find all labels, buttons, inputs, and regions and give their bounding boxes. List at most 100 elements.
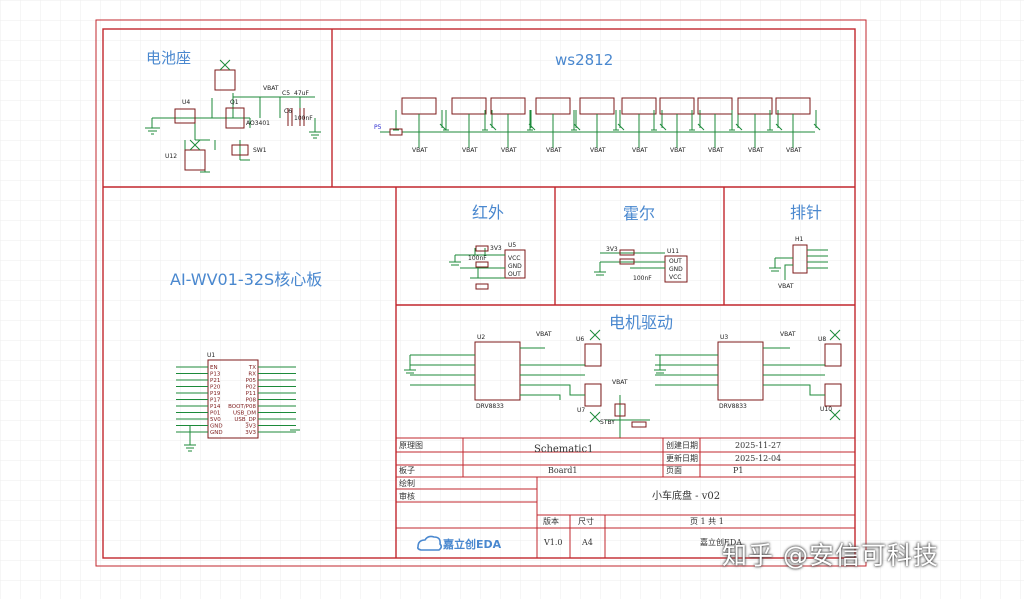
ws2812-led[interactable]: VBAT [613, 97, 667, 154]
label-u6: U6 [576, 336, 584, 343]
vbat-label: VBAT [670, 147, 686, 154]
u1-pin-name: GND [210, 424, 223, 430]
u1-pin-name: P11 [246, 391, 256, 397]
vbat-label: VBAT [590, 147, 606, 154]
label-100nf-bat: 100nF [294, 115, 313, 122]
u1-pin-name: P17 [210, 398, 221, 404]
ws2812-led[interactable]: VBAT [443, 97, 497, 154]
tb-company-value: 嘉立创EDA [700, 537, 742, 547]
header-h1[interactable]: H1 VBAT [769, 236, 828, 290]
title-block-text: 原理图 Schematic1 创建日期 2025-11-27 更新日期 2025… [399, 440, 781, 547]
label-u11: U11 [667, 248, 679, 255]
label-vcc-hall: VCC [669, 274, 681, 281]
label-c5: C5 [282, 90, 290, 97]
motor-driver-circuit[interactable]: U2 U3 DRV8833 DRV8833 U6 U7 U8 U10 VBAT … [404, 329, 842, 438]
section-title-core: AI-WV01-32S核心板 [170, 270, 322, 289]
u1-pin-name: P21 [210, 378, 220, 384]
label-vbat-stby: VBAT [612, 379, 628, 386]
tb-updated-label: 更新日期 [666, 453, 698, 463]
tb-created-label: 创建日期 [666, 440, 698, 450]
ws2812-led[interactable]: VBAT [393, 97, 447, 154]
ws2812-led[interactable]: VBAT [689, 97, 743, 154]
ws2812-led[interactable]: VBAT [651, 97, 705, 154]
section-title-battery: 电池座 [146, 49, 191, 67]
section-title-hall: 霍尔 [623, 204, 655, 223]
hall-circuit[interactable]: U11 3V3 OUT GND VCC 100nF [594, 246, 688, 283]
tb-review-label: 审核 [399, 491, 415, 501]
tb-page-value: P1 [733, 466, 743, 475]
tb-schematic-value: Schematic1 [534, 444, 593, 455]
ws2812-led[interactable]: VBAT [729, 97, 783, 154]
u1-pin-name: GND [210, 430, 223, 436]
u1-pin-name: RX [248, 372, 256, 378]
label-vbat-bat: VBAT [263, 85, 279, 92]
tb-board-value: Board1 [548, 466, 578, 475]
u1-pin-name: P08 [246, 398, 257, 404]
section-title-infrared: 红外 [472, 203, 504, 222]
label-u8: U8 [818, 336, 826, 343]
label-3v3-hall: 3V3 [606, 246, 618, 253]
u1-pin-name: P14 [210, 404, 221, 410]
u1-pin-name: 5V0 [210, 417, 221, 423]
watermark-text: 知乎 @安信可科技 [722, 541, 939, 570]
u1-pin-name: EN [210, 365, 218, 371]
label-ao3401: AO3401 [246, 120, 270, 127]
label-gnd-hall: GND [669, 266, 683, 273]
label-drv-u2: DRV8833 [476, 403, 504, 410]
ws2812-led[interactable]: VBAT [571, 97, 625, 154]
label-h1: H1 [795, 236, 804, 243]
section-title-ws2812: ws2812 [555, 51, 613, 69]
label-u7: U7 [577, 407, 585, 414]
u1-pin-name: P13 [210, 372, 221, 378]
u1-pin-name: TX [248, 365, 256, 371]
infrared-circuit[interactable]: U5 3V3 VCC GND OUT 100nF [449, 242, 526, 290]
u1-pin-name: 3V3 [245, 424, 256, 430]
label-c6: C6 [284, 108, 292, 115]
ws2812-led[interactable]: VBAT [482, 97, 536, 154]
tb-size-label: 尺寸 [578, 516, 594, 526]
logo-text: 嘉立创EDA [442, 537, 502, 551]
label-out-ir: OUT [508, 271, 521, 278]
ws2812-led[interactable]: VBAT [527, 97, 581, 154]
label-3v3-ir: 3V3 [490, 245, 502, 252]
u1-pin-name: P19 [210, 391, 221, 397]
label-vbat-u2: VBAT [536, 331, 552, 338]
label-u5: U5 [508, 242, 516, 249]
tb-page-label: 页面 [666, 466, 682, 475]
ws2812-led[interactable]: VBAT [767, 97, 821, 154]
u1-pin-name: P02 [246, 385, 256, 391]
vbat-label: VBAT [786, 147, 802, 154]
tb-size-value: A4 [581, 538, 593, 547]
section-title-header: 排针 [790, 203, 822, 222]
tb-version-label: 版本 [543, 516, 559, 526]
tb-title-value: 小车底盘 - v02 [652, 489, 720, 502]
label-q1: Q1 [230, 99, 239, 106]
label-out-hall: OUT [669, 258, 682, 265]
label-p5: P5 [374, 124, 382, 131]
label-vbat-u3: VBAT [780, 331, 796, 338]
title-block [395, 437, 856, 559]
label-47uf: 47uF [294, 90, 309, 97]
tb-board-label: 板子 [399, 465, 415, 475]
vbat-label: VBAT [546, 147, 562, 154]
u1-pin-name: BOOT/P08 [228, 404, 256, 410]
label-100nf-hall: 100nF [633, 275, 652, 282]
label-u12: U12 [165, 153, 177, 160]
vbat-label: VBAT [462, 147, 478, 154]
u1-right-pins: TXRXP05P02P11P08BOOT/P08USB_DMUSB_DP3V33… [228, 365, 296, 436]
label-u2: U2 [477, 334, 485, 341]
tb-created-value: 2025-11-27 [735, 441, 781, 450]
label-drv-u3: DRV8833 [719, 403, 747, 410]
vbat-label: VBAT [501, 147, 517, 154]
vbat-label: VBAT [632, 147, 648, 154]
tb-schematic-label: 原理图 [399, 441, 423, 450]
battery-circuit[interactable]: U4 Q1 AO3401 VBAT C5 47uF C6 100nF U12 S… [145, 59, 321, 173]
label-vbat-h1: VBAT [778, 283, 794, 290]
label-100nf-ir: 100nF [468, 255, 487, 262]
label-stby: STBY [600, 419, 615, 426]
